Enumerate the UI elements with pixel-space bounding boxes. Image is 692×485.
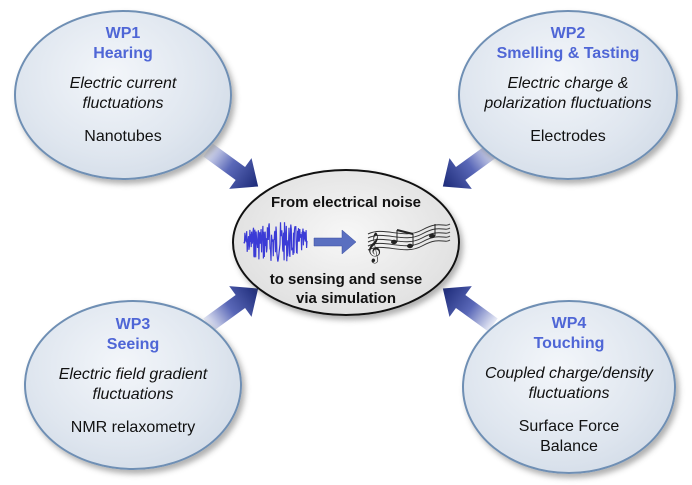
wp4-title: Touching	[533, 335, 605, 352]
wp2-fluctuation-line1: Electric charge &	[507, 75, 629, 92]
wp2-id: WP2	[550, 25, 586, 42]
center-line3: via simulation	[295, 290, 397, 307]
wp4-fluctuation-line2: fluctuations	[528, 385, 610, 402]
center-line2: to sensing and sense	[269, 271, 423, 288]
wp1-id: WP1	[105, 25, 141, 42]
wp1-fluctuation-line1: Electric current	[69, 75, 177, 92]
noise-waveform-icon	[243, 222, 308, 262]
wp3-title: Seeing	[106, 336, 160, 353]
wp2-bubble: WP2 Smelling & Tasting Electric charge &…	[458, 10, 678, 180]
wp1-bubble: WP1 Hearing Electric current fluctuation…	[14, 10, 232, 180]
wp4-fluctuation-line1: Coupled charge/density	[484, 365, 654, 382]
wp2-fluctuation-line2: polarization fluctuations	[484, 95, 652, 112]
wp3-fluctuation-line2: fluctuations	[92, 386, 174, 403]
wp2-title: Smelling & Tasting	[496, 45, 640, 62]
wp3-id: WP3	[115, 316, 151, 333]
wp4-tool-line1: Surface Force	[518, 418, 620, 435]
wp4-tool-line2: Balance	[540, 438, 598, 455]
music-notes-icon: 𝄞	[366, 223, 451, 264]
right-arrow-icon	[313, 229, 357, 255]
arrow-wp1	[203, 143, 259, 189]
arrow-wp2	[442, 143, 498, 189]
wp3-tool: NMR relaxometry	[70, 419, 196, 436]
center-line1: From electrical noise	[270, 194, 422, 211]
wp1-fluctuation-line2: fluctuations	[82, 95, 164, 112]
wp3-bubble: WP3 Seeing Electric field gradient fluct…	[24, 300, 242, 470]
arrow-wp3	[203, 286, 259, 332]
wp4-bubble: WP4 Touching Coupled charge/density fluc…	[462, 300, 676, 474]
wp1-title: Hearing	[93, 45, 153, 62]
arrow-wp4	[442, 286, 498, 332]
wp3-fluctuation-line1: Electric field gradient	[58, 366, 208, 383]
wp1-tool: Nanotubes	[84, 128, 162, 145]
svg-text:𝄞: 𝄞	[366, 232, 381, 264]
wp4-id: WP4	[551, 315, 587, 332]
center-bubble: From electrical noise 𝄞 to sensing and s…	[232, 169, 460, 316]
wp2-tool: Electrodes	[530, 128, 606, 145]
center-graphic: 𝄞	[243, 222, 451, 264]
